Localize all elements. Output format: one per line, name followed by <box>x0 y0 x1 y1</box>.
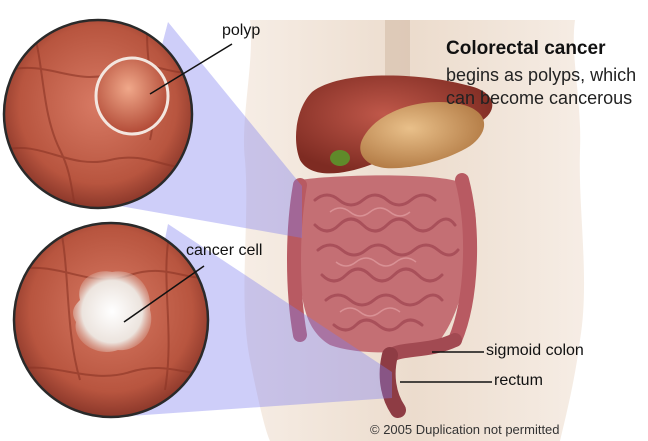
diagram-title: Colorectal cancer <box>446 38 605 60</box>
sigmoid-colon-label: sigmoid colon <box>486 342 584 360</box>
copyright-notice: © 2005 Duplication not permitted <box>370 422 560 437</box>
cancer-cell-label: cancer cell <box>186 242 262 260</box>
polyp-label: polyp <box>222 22 260 40</box>
gallbladder <box>330 150 350 166</box>
rectum-label: rectum <box>494 372 543 390</box>
diagram-description: begins as polyps, which can become cance… <box>446 64 646 110</box>
